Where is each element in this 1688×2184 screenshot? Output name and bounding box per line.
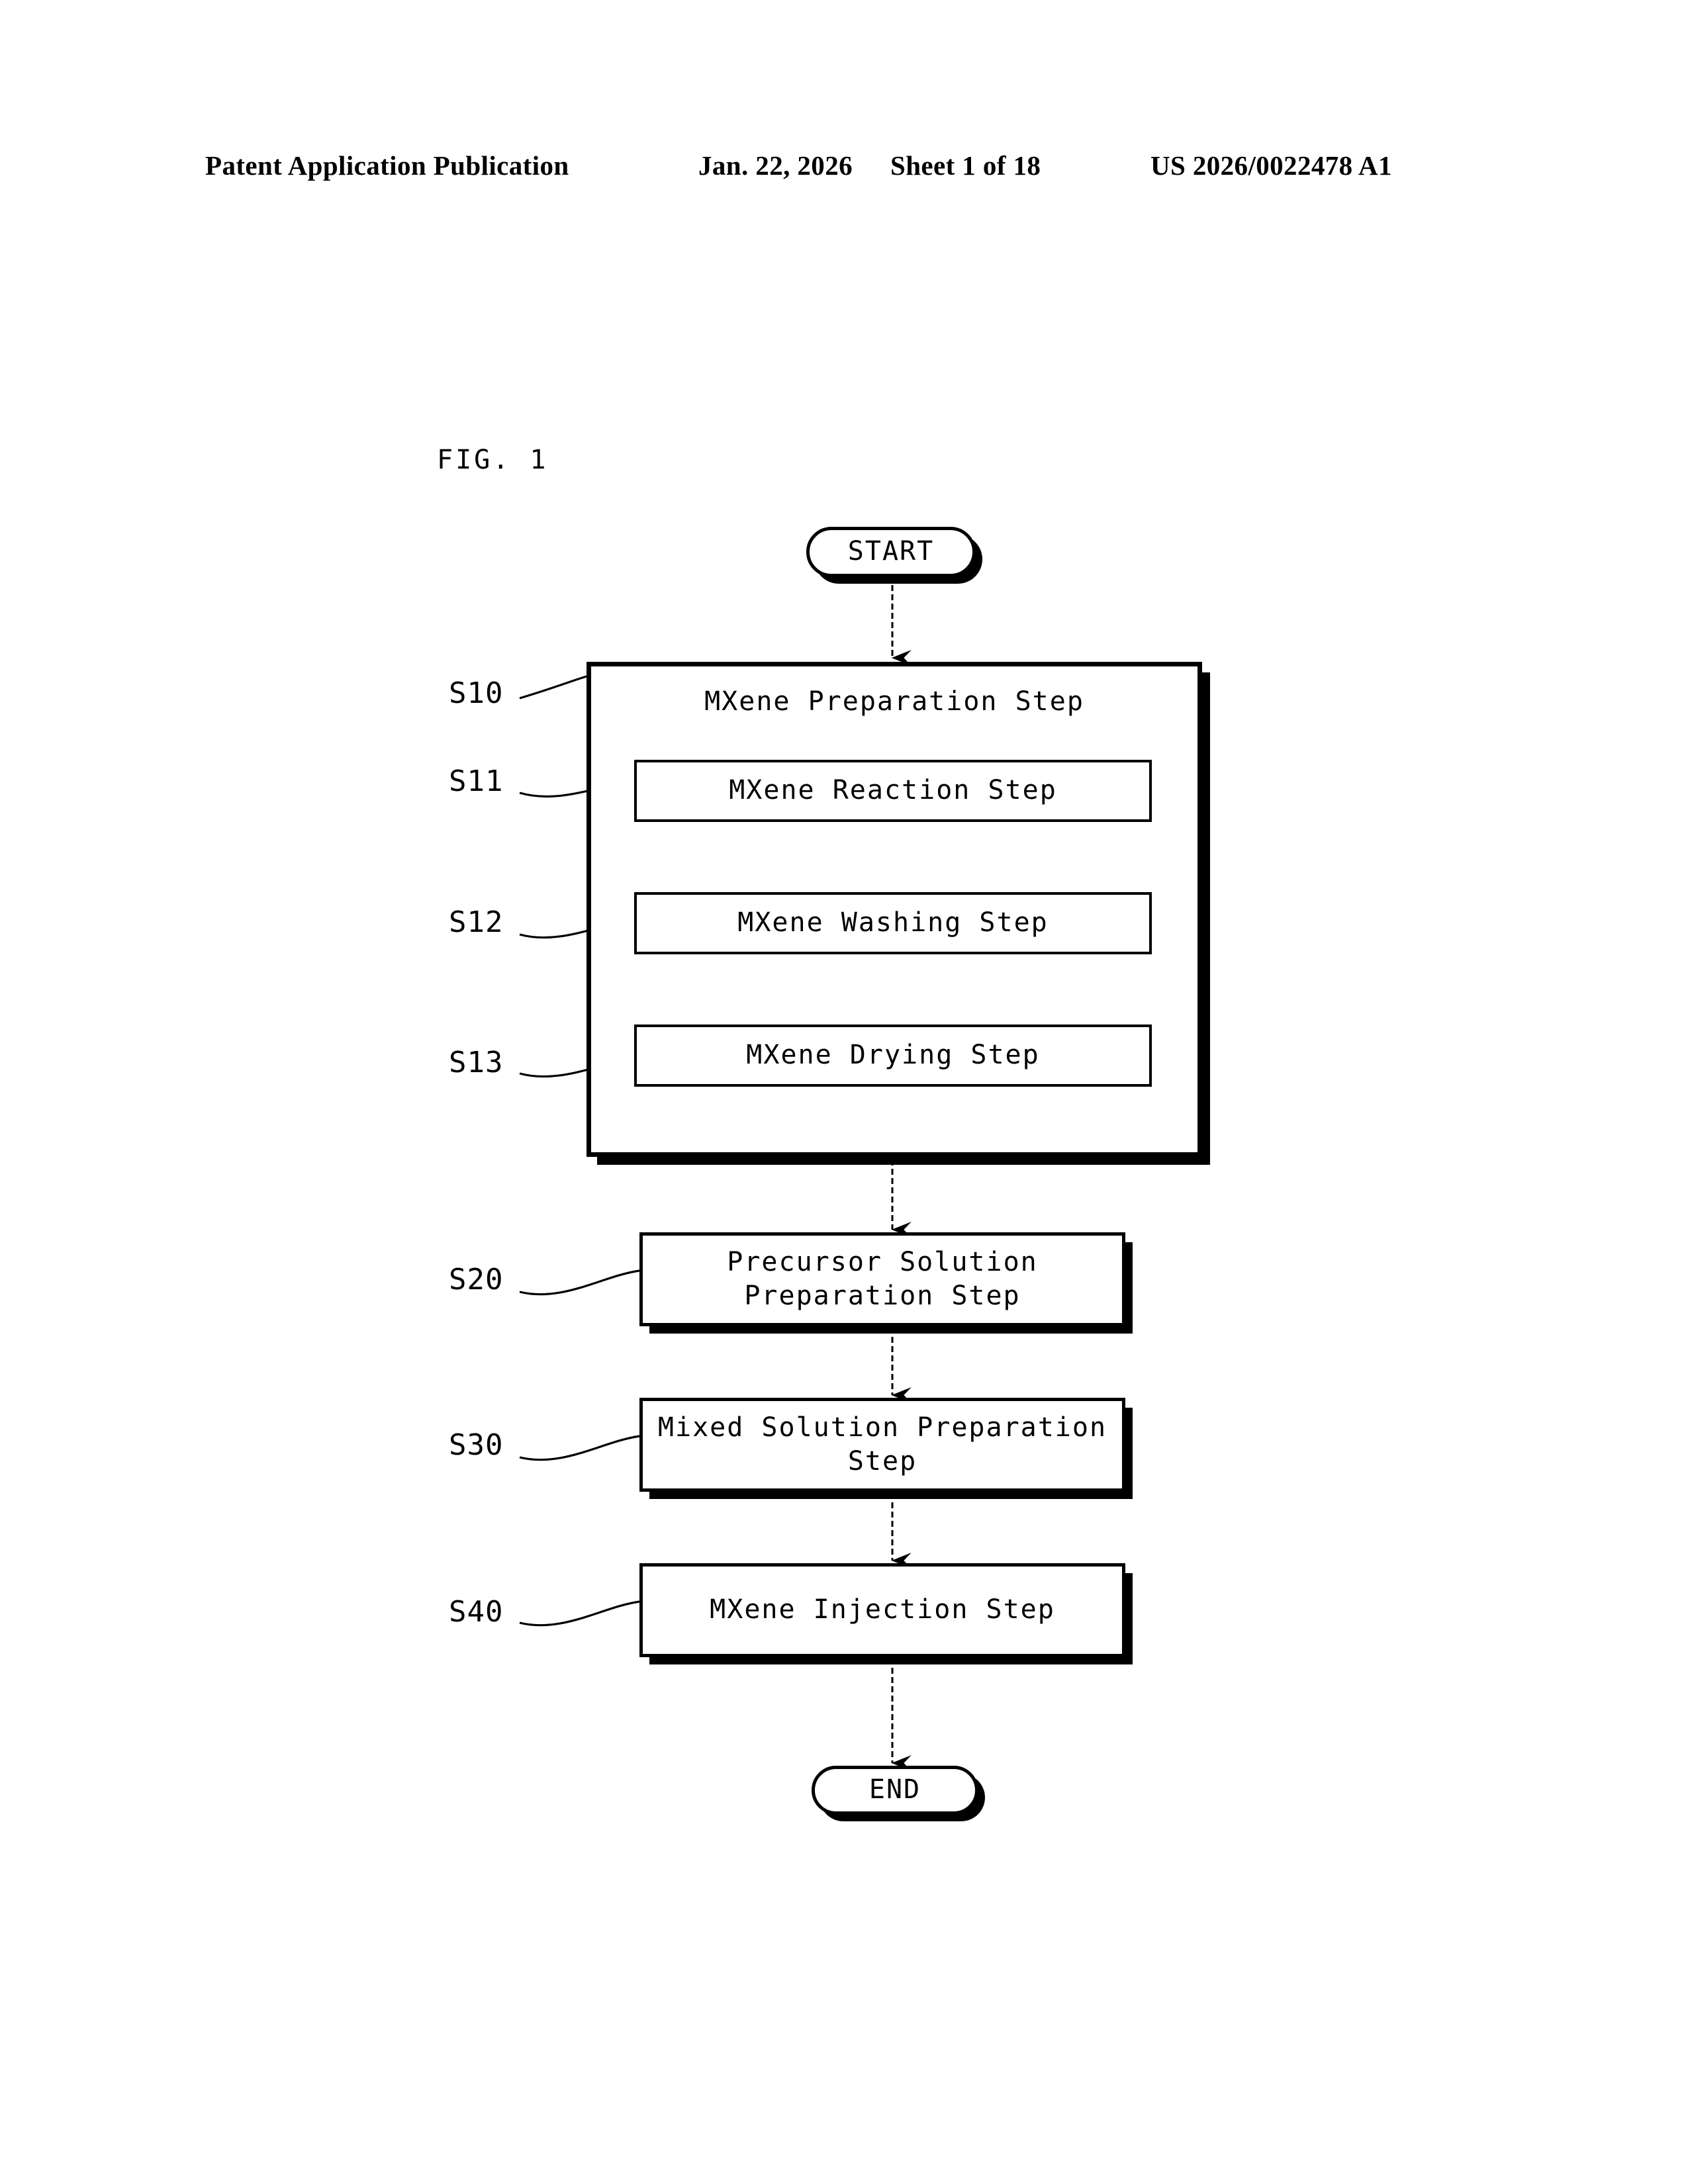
flowchart-terminator-end[interactable]: END (812, 1766, 978, 1815)
leader-line-s40 (519, 1600, 640, 1627)
figure-label: FIG. 1 (437, 445, 549, 475)
flowchart-step-mxene-reaction-step[interactable]: MXene Reaction Step (634, 760, 1152, 822)
header-patent-number: US 2026/0022478 A1 (1150, 150, 1392, 181)
flowchart-step-precursor-solution-preparation-step[interactable]: Precursor Solution Preparation Step (639, 1232, 1125, 1326)
step-reference-s20: S20 (449, 1263, 504, 1297)
leader-line-s10 (519, 675, 587, 700)
step-reference-s40: S40 (449, 1595, 504, 1629)
leader-line-s30 (519, 1435, 640, 1461)
flowchart-step-mxene-drying-step[interactable]: MXene Drying Step (634, 1024, 1152, 1087)
page-header: Patent Application Publication Jan. 22, … (0, 147, 1688, 187)
flowchart-terminator-start[interactable]: START (806, 527, 976, 577)
flowchart-step-mxene-washing-step[interactable]: MXene Washing Step (634, 892, 1152, 954)
leader-line-s20 (519, 1269, 640, 1296)
header-sheet-label: Sheet 1 of 18 (890, 150, 1041, 181)
step-reference-s12: S12 (449, 905, 504, 939)
flowchart-group-title-s10: MXene Preparation Step (704, 686, 1084, 717)
header-publication-label: Patent Application Publication (205, 150, 569, 181)
step-reference-s11: S11 (449, 764, 504, 798)
step-reference-s10: S10 (449, 676, 504, 710)
header-date-label: Jan. 22, 2026 (698, 150, 853, 181)
step-reference-s13: S13 (449, 1046, 504, 1079)
flowchart-step-mxene-injection-step[interactable]: MXene Injection Step (639, 1563, 1125, 1657)
flowchart-step-mixed-solution-preparation-step[interactable]: Mixed Solution Preparation Step (639, 1398, 1125, 1492)
step-reference-s30: S30 (449, 1428, 504, 1462)
